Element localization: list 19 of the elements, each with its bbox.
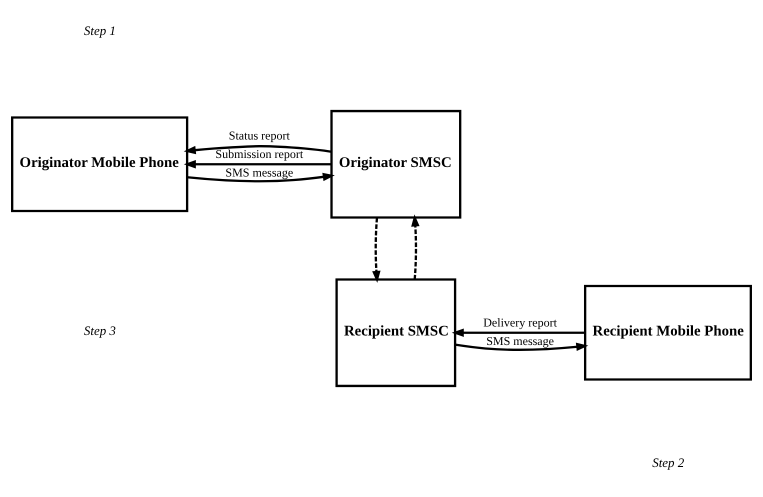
arrow	[411, 214, 420, 280]
arrow	[187, 172, 335, 182]
arrow	[184, 160, 332, 168]
label: Step 2	[652, 455, 684, 470]
arrow	[454, 342, 588, 352]
edge-label: Submission report	[215, 147, 304, 162]
edge-label: SMS message	[225, 166, 294, 180]
node-box: Recipient SMSC	[335, 278, 456, 388]
arrow	[372, 218, 381, 283]
node-box: Originator SMSC	[330, 110, 462, 219]
arrow	[184, 145, 332, 154]
node-box: Originator Mobile Phone	[11, 116, 188, 212]
edge-label: SMS message	[486, 334, 554, 348]
edge-label: Status report	[228, 128, 290, 143]
label: Step 1	[84, 22, 116, 38]
arrow	[452, 328, 585, 337]
label: Step 3	[84, 323, 116, 338]
edge-label: Delivery report	[483, 316, 557, 330]
node-box: Recipient Mobile Phone	[584, 284, 752, 381]
